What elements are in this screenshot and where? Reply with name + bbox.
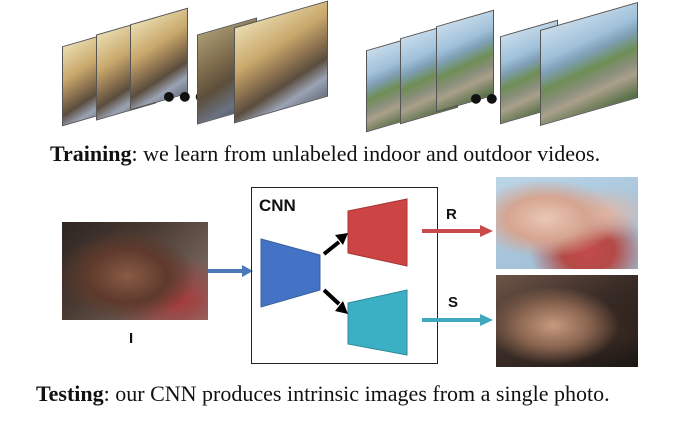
reflectance-label: R [446, 206, 457, 223]
input-image [62, 222, 208, 320]
training-caption: Training: we learn from unlabeled indoor… [50, 141, 600, 167]
encoder-to-s-arrow [322, 288, 348, 314]
shading-label: S [448, 294, 459, 311]
training-caption-text: : we learn from unlabeled indoor and out… [131, 141, 601, 166]
cnn-label: CNN [259, 196, 296, 215]
cnn-network-diagram [260, 198, 408, 356]
testing-caption-text: : our CNN produces intrinsic images from… [103, 381, 610, 406]
encoder-block [260, 238, 321, 308]
input-to-cnn-arrow [208, 265, 253, 277]
cnn-to-shading-arrow [422, 314, 493, 326]
shading-image [496, 275, 638, 367]
shading-decoder-block [347, 289, 408, 356]
cnn-box [251, 187, 438, 364]
training-caption-bold: Training [50, 141, 132, 166]
input-label: I [129, 330, 134, 347]
testing-caption-bold: Testing [36, 381, 104, 406]
cnn-to-reflectance-arrow [422, 225, 493, 237]
reflectance-image [496, 177, 638, 269]
testing-caption: Testing: our CNN produces intrinsic imag… [36, 381, 610, 407]
reflectance-decoder-block [347, 198, 408, 267]
encoder-to-r-arrow [322, 233, 348, 256]
